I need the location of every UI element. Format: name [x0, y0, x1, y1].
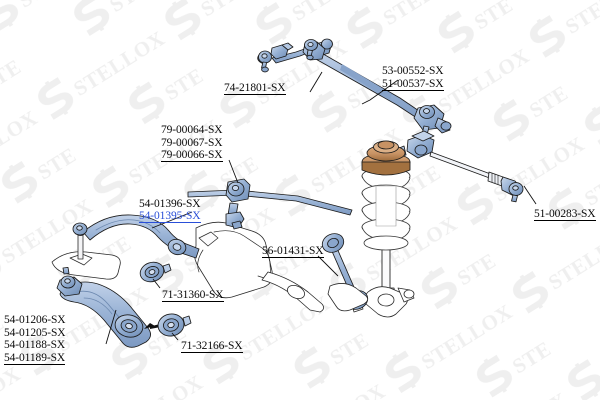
part-code: 54-01205-SX: [4, 326, 66, 339]
label-54-01396-sx[interactable]: 54-01396-SX: [139, 198, 201, 211]
part-lower-control-arm: [56, 266, 151, 348]
label-51-00283-sx[interactable]: 51-00283-SX: [534, 208, 596, 222]
part-code: 54-01206-SX: [4, 314, 66, 326]
label-56-01431-sx[interactable]: 56-01431-SX: [262, 245, 324, 259]
part-code: 71-32166-SX: [181, 340, 243, 354]
part-code: 53-00552-SX: [382, 65, 444, 77]
part-tie-rod-assembly: [396, 130, 524, 203]
part-code: 74-21801-SX: [224, 82, 286, 96]
part-stabiliser-bar: [187, 178, 353, 230]
label-54-01395-sx-selected[interactable]: 54-01395-SX: [139, 210, 201, 224]
part-code: 51-00537-SX: [382, 77, 444, 91]
part-code: 54-01189-SX: [4, 351, 66, 365]
label-74-21801-sx[interactable]: 74-21801-SX: [224, 82, 286, 96]
label-71-32166-sx[interactable]: 71-32166-SX: [181, 340, 243, 354]
part-code: 54-01396-SX: [139, 198, 201, 210]
part-code: 56-01431-SX: [262, 245, 324, 259]
label-79-000xx-sx[interactable]: 79-00064-SX 79-00067-SX 79-00066-SX: [161, 124, 223, 163]
label-54-012xx-sx[interactable]: 54-01206-SX 54-01205-SX 54-01188-SX 54-0…: [4, 314, 66, 365]
part-code: 54-01395-SX: [139, 210, 201, 224]
part-code: 71-31360-SX: [162, 289, 224, 303]
part-code: 54-01188-SX: [4, 339, 66, 352]
label-71-31360-sx[interactable]: 71-31360-SX: [162, 289, 224, 303]
part-coil-spring-strut: [361, 167, 411, 307]
part-bush-lower: [157, 313, 192, 337]
label-53-00552-sx[interactable]: 53-00552-SX 51-00537-SX: [382, 65, 444, 91]
part-code: 79-00064-SX: [161, 124, 223, 136]
part-code: 51-00283-SX: [534, 208, 596, 222]
part-code: 79-00067-SX: [161, 136, 223, 149]
part-code: 79-00066-SX: [161, 149, 223, 163]
part-upper-bracket: [51, 229, 121, 280]
